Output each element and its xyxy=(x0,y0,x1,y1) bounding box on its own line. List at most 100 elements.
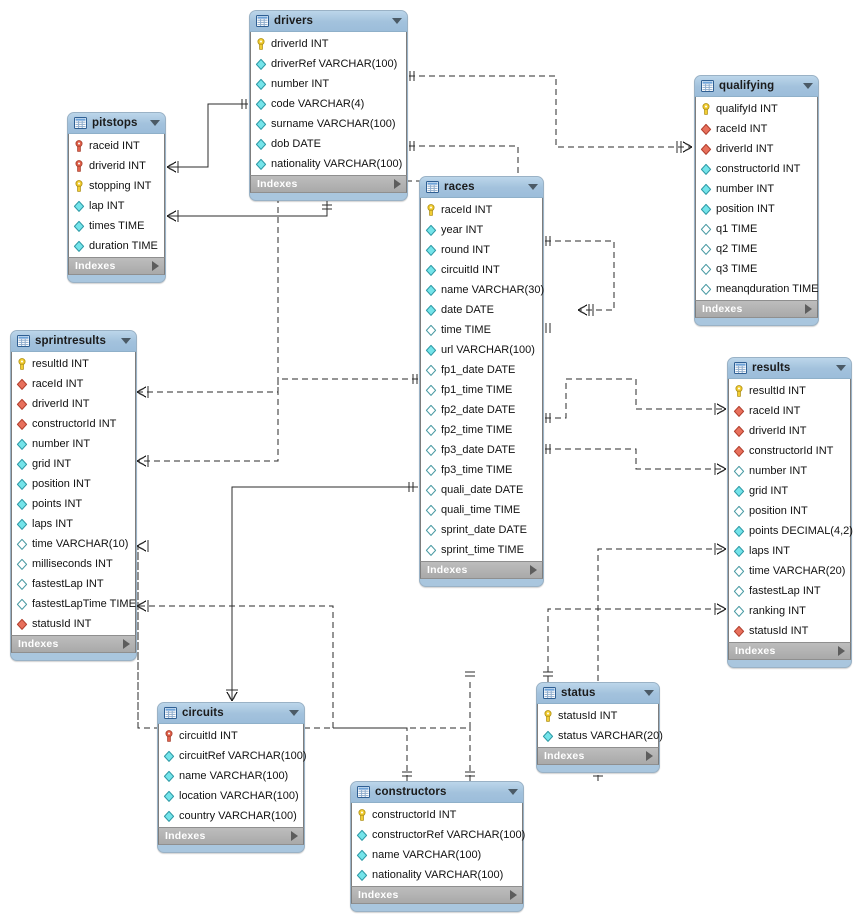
chevron-down-icon[interactable] xyxy=(150,120,160,126)
column-row[interactable]: constructorId INT xyxy=(352,805,522,825)
column-row[interactable]: name VARCHAR(100) xyxy=(352,845,522,865)
table-header-qualifying[interactable]: qualifying xyxy=(695,76,818,97)
column-row[interactable]: fp3_date DATE xyxy=(421,440,542,460)
table-header-constructors[interactable]: constructors xyxy=(351,782,523,803)
column-row[interactable]: driverId INT xyxy=(12,394,135,414)
indexes-section-status[interactable]: Indexes xyxy=(537,747,659,765)
chevron-down-icon[interactable] xyxy=(836,365,846,371)
column-row[interactable]: surname VARCHAR(100) xyxy=(251,114,406,134)
column-row[interactable]: driverId INT xyxy=(696,139,817,159)
column-row[interactable]: constructorId INT xyxy=(12,414,135,434)
column-row[interactable]: stopping INT xyxy=(69,176,164,196)
column-row[interactable]: ranking INT xyxy=(729,601,850,621)
column-row[interactable]: country VARCHAR(100) xyxy=(159,806,303,826)
indexes-section-circuits[interactable]: Indexes xyxy=(158,827,304,845)
column-row[interactable]: nationality VARCHAR(100) xyxy=(251,154,406,174)
column-row[interactable]: times TIME xyxy=(69,216,164,236)
table-header-sprintresults[interactable]: sprintresults xyxy=(11,331,136,352)
column-row[interactable]: code VARCHAR(4) xyxy=(251,94,406,114)
chevron-right-icon[interactable] xyxy=(394,179,401,189)
chevron-right-icon[interactable] xyxy=(291,831,298,841)
column-row[interactable]: constructorId INT xyxy=(696,159,817,179)
column-row[interactable]: q1 TIME xyxy=(696,219,817,239)
chevron-down-icon[interactable] xyxy=(392,18,402,24)
column-row[interactable]: time VARCHAR(20) xyxy=(729,561,850,581)
column-row[interactable]: statusId INT xyxy=(12,614,135,634)
column-row[interactable]: number INT xyxy=(729,461,850,481)
column-row[interactable]: qualifyId INT xyxy=(696,99,817,119)
chevron-right-icon[interactable] xyxy=(530,565,537,575)
column-row[interactable]: resultId INT xyxy=(729,381,850,401)
indexes-section-results[interactable]: Indexes xyxy=(728,642,851,660)
table-header-status[interactable]: status xyxy=(537,683,659,704)
chevron-down-icon[interactable] xyxy=(644,690,654,696)
column-row[interactable]: statusId INT xyxy=(729,621,850,641)
column-row[interactable]: raceId INT xyxy=(729,401,850,421)
chevron-down-icon[interactable] xyxy=(121,338,131,344)
column-row[interactable]: date DATE xyxy=(421,300,542,320)
column-row[interactable]: circuitId INT xyxy=(421,260,542,280)
column-row[interactable]: driverid INT xyxy=(69,156,164,176)
column-row[interactable]: sprint_time TIME xyxy=(421,540,542,560)
column-row[interactable]: position INT xyxy=(696,199,817,219)
indexes-section-drivers[interactable]: Indexes xyxy=(250,175,407,193)
column-row[interactable]: position INT xyxy=(729,501,850,521)
column-row[interactable]: sprint_date DATE xyxy=(421,520,542,540)
indexes-section-pitstops[interactable]: Indexes xyxy=(68,257,165,275)
column-row[interactable]: grid INT xyxy=(12,454,135,474)
table-header-drivers[interactable]: drivers xyxy=(250,11,407,32)
indexes-section-constructors[interactable]: Indexes xyxy=(351,886,523,904)
column-row[interactable]: constructorRef VARCHAR(100) xyxy=(352,825,525,845)
column-row[interactable]: nationality VARCHAR(100) xyxy=(352,865,522,885)
column-row[interactable]: quali_date DATE xyxy=(421,480,542,500)
column-row[interactable]: position INT xyxy=(12,474,135,494)
column-row[interactable]: points INT xyxy=(12,494,135,514)
column-row[interactable]: q2 TIME xyxy=(696,239,817,259)
table-header-races[interactable]: races xyxy=(420,177,543,198)
column-row[interactable]: quali_time TIME xyxy=(421,500,542,520)
table-header-results[interactable]: results xyxy=(728,358,851,379)
chevron-down-icon[interactable] xyxy=(289,710,299,716)
column-row[interactable]: q3 TIME xyxy=(696,259,817,279)
column-row[interactable]: name VARCHAR(100) xyxy=(159,766,303,786)
column-row[interactable]: driverId INT xyxy=(251,34,406,54)
column-row[interactable]: number INT xyxy=(696,179,817,199)
column-row[interactable]: driverId INT xyxy=(729,421,850,441)
column-row[interactable]: fastestLapTime TIME xyxy=(12,594,136,614)
column-row[interactable]: fastestLap INT xyxy=(12,574,135,594)
column-row[interactable]: laps INT xyxy=(729,541,850,561)
column-row[interactable]: fp1_time TIME xyxy=(421,380,542,400)
column-row[interactable]: laps INT xyxy=(12,514,135,534)
chevron-down-icon[interactable] xyxy=(803,83,813,89)
column-row[interactable]: round INT xyxy=(421,240,542,260)
column-row[interactable]: milliseconds INT xyxy=(12,554,135,574)
column-row[interactable]: dob DATE xyxy=(251,134,406,154)
table-header-pitstops[interactable]: pitstops xyxy=(68,113,165,134)
column-row[interactable]: raceId INT xyxy=(12,374,135,394)
column-row[interactable]: constructorId INT xyxy=(729,441,850,461)
chevron-right-icon[interactable] xyxy=(646,751,653,761)
column-row[interactable]: raceId INT xyxy=(696,119,817,139)
column-row[interactable]: meanqduration TIME xyxy=(696,279,819,299)
column-row[interactable]: url VARCHAR(100) xyxy=(421,340,542,360)
column-row[interactable]: number INT xyxy=(12,434,135,454)
indexes-section-qualifying[interactable]: Indexes xyxy=(695,300,818,318)
column-row[interactable]: raceId INT xyxy=(421,200,542,220)
column-row[interactable]: lap INT xyxy=(69,196,164,216)
chevron-down-icon[interactable] xyxy=(528,184,538,190)
column-row[interactable]: number INT xyxy=(251,74,406,94)
chevron-right-icon[interactable] xyxy=(805,304,812,314)
column-row[interactable]: circuitId INT xyxy=(159,726,303,746)
column-row[interactable]: grid INT xyxy=(729,481,850,501)
chevron-right-icon[interactable] xyxy=(123,639,130,649)
column-row[interactable]: year INT xyxy=(421,220,542,240)
indexes-section-races[interactable]: Indexes xyxy=(420,561,543,579)
chevron-right-icon[interactable] xyxy=(510,890,517,900)
column-row[interactable]: fp3_time TIME xyxy=(421,460,542,480)
